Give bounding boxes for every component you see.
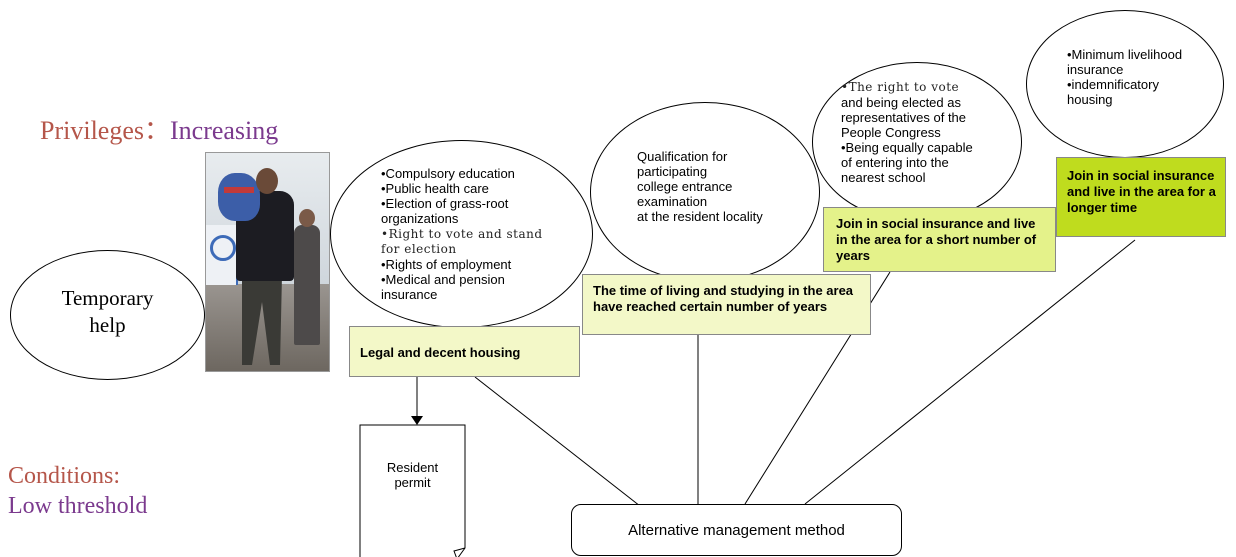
condition-box-short-insurance: Join in social insurance and live in the… <box>823 207 1056 272</box>
arrow-head <box>411 416 423 425</box>
temporary-help-ellipse <box>10 250 205 380</box>
privilege-ellipse-4-text: •Minimum livelihood insurance •indemnifi… <box>1067 47 1183 107</box>
privilege-ellipse-3-text-a: •The right to vote <box>841 80 960 94</box>
conditions-value: Low threshold <box>8 493 148 519</box>
privilege-ellipse-1-text-b: •Right to vote and stand for election <box>381 227 543 256</box>
alternative-management-text: Alternative management method <box>628 522 845 539</box>
migrant-worker-photo <box>205 152 330 372</box>
connector-housing <box>474 376 641 507</box>
privilege-ellipse-4 <box>1026 10 1224 158</box>
privilege-ellipse-1 <box>330 140 593 328</box>
privilege-ellipse-1-text-c: •Rights of employment •Medical and pensi… <box>381 257 512 302</box>
resident-permit-fold <box>453 547 466 557</box>
connector-long-insurance <box>804 239 1136 505</box>
privilege-ellipse-1-text-a: •Compulsory education •Public health car… <box>381 166 515 226</box>
privileges-value: Increasing <box>170 116 279 145</box>
privileges-label: Privileges： <box>40 116 170 145</box>
privilege-ellipse-3-text-b: and being elected as representatives of … <box>841 95 973 185</box>
condition-box-years: The time of living and studying in the a… <box>582 274 871 335</box>
privilege-ellipse-2 <box>590 102 820 282</box>
privilege-ellipse-3 <box>812 62 1022 222</box>
privilege-ellipse-2-text: Qualification for participating college … <box>637 149 763 224</box>
resident-permit-shape <box>359 424 466 557</box>
resident-permit-text: Resident permit <box>386 460 439 490</box>
condition-box-housing: Legal and decent housing <box>349 326 580 377</box>
alternative-management-box <box>571 504 902 556</box>
condition-box-long-insurance: Join in social insurance and live in the… <box>1056 157 1226 237</box>
privileges-heading: Privileges：Increasing <box>40 110 278 147</box>
conditions-label: Conditions: <box>8 463 121 489</box>
temporary-help-text: Temporary help <box>61 286 154 337</box>
